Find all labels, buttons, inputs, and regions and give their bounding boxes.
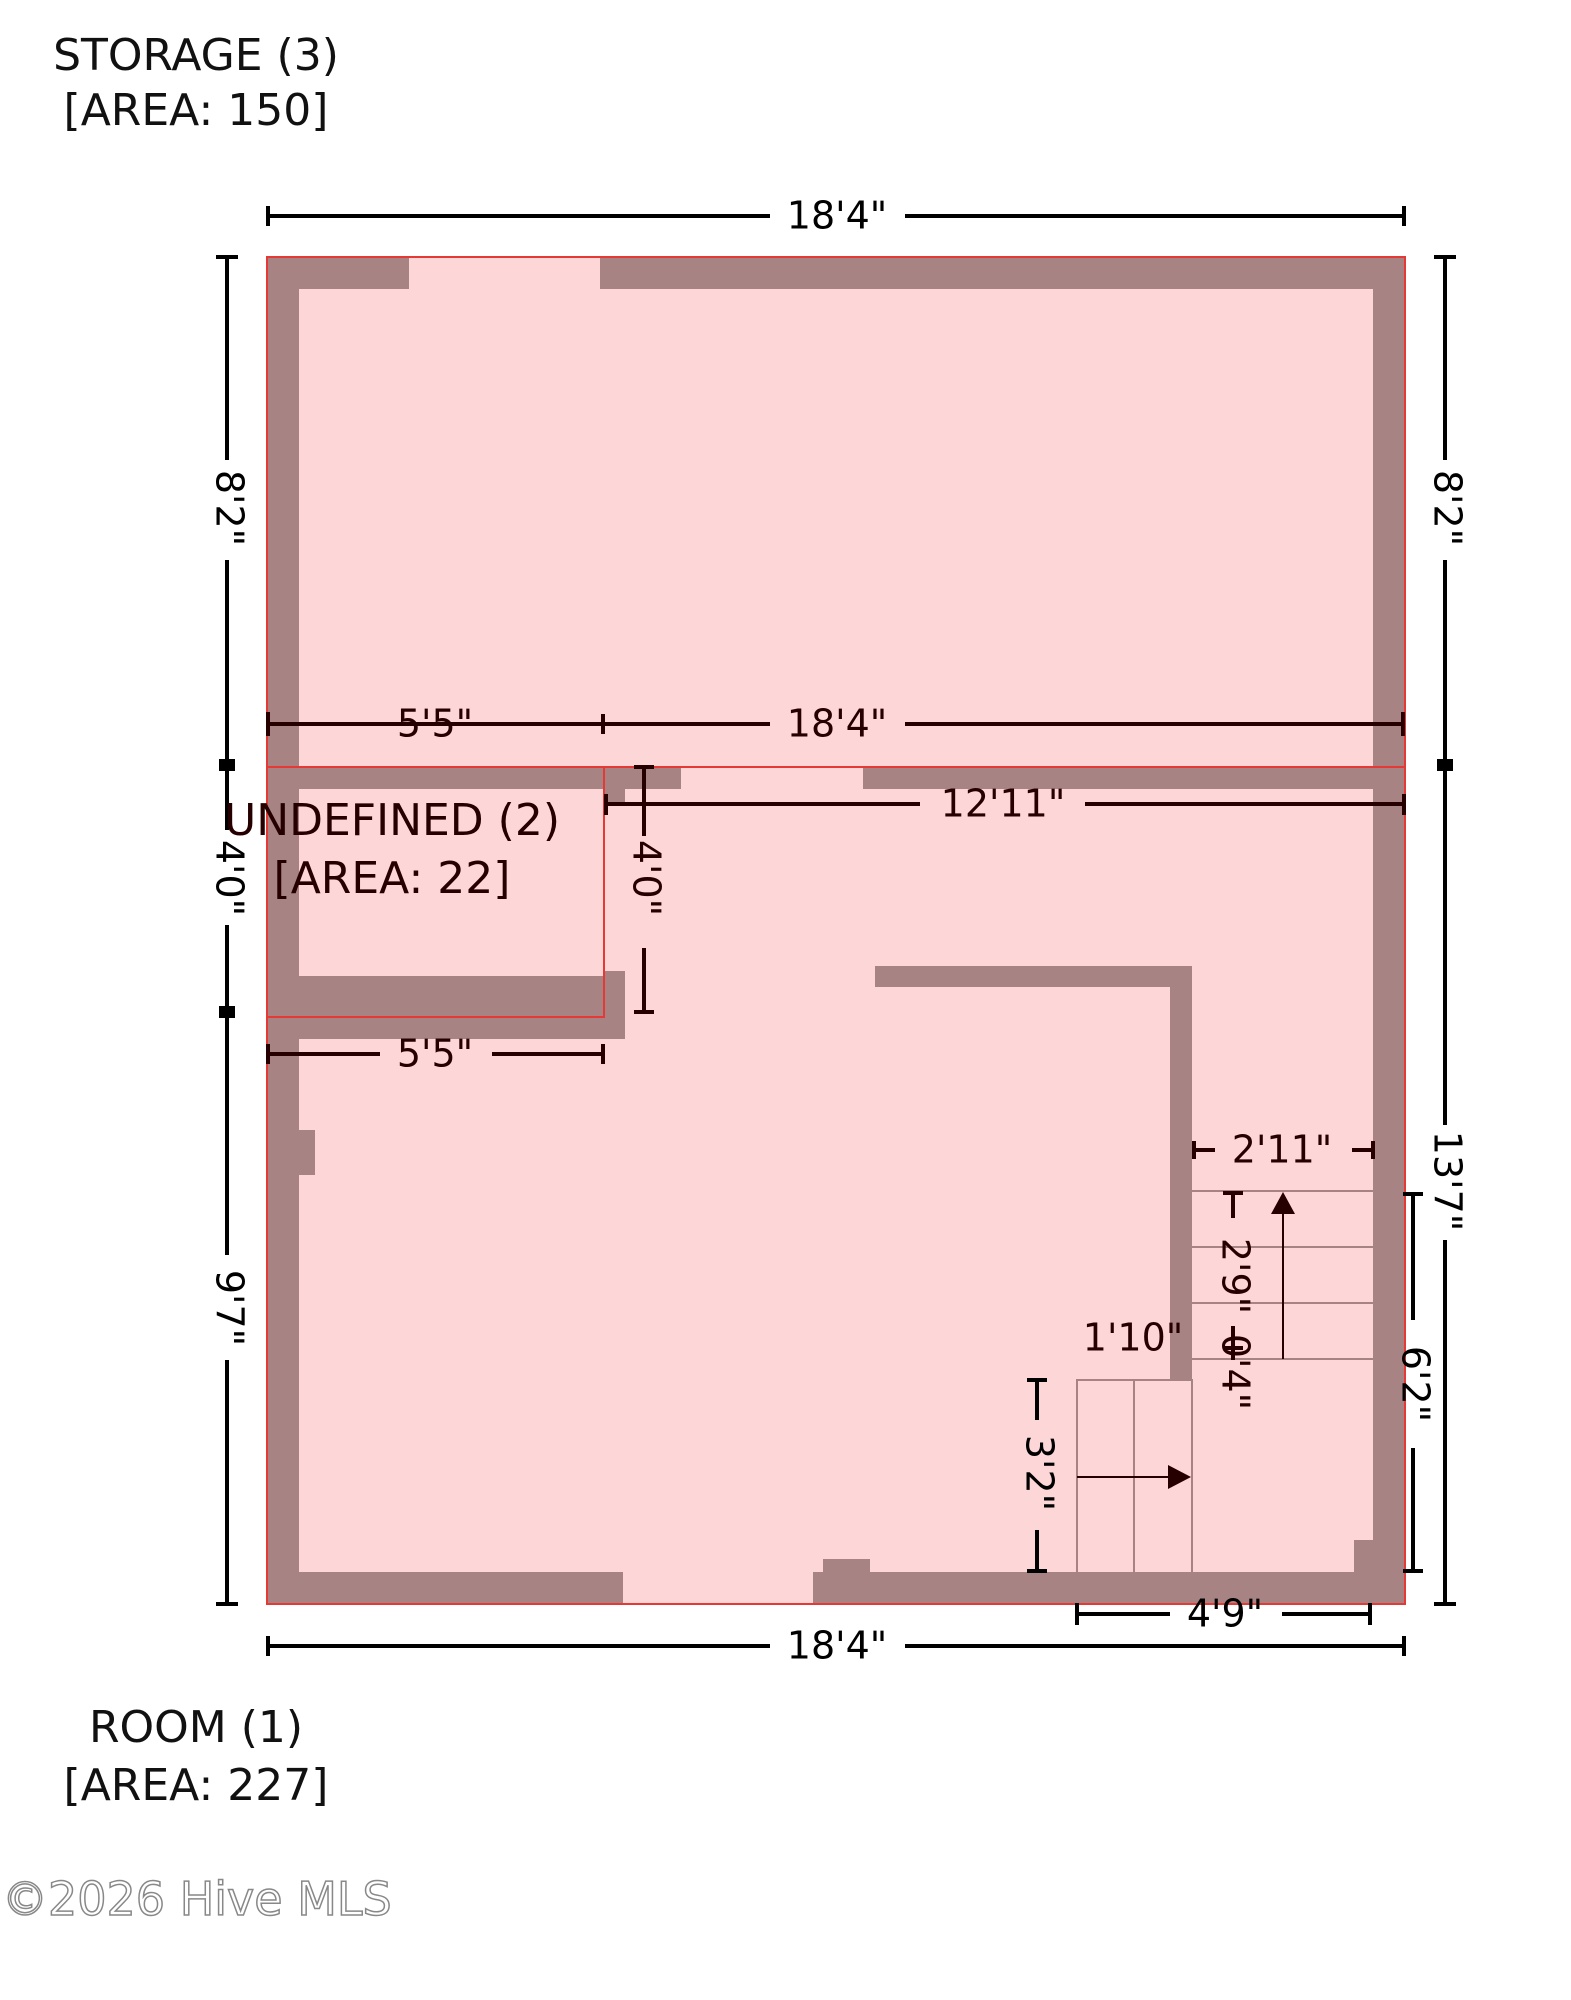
walls [267,257,1405,1604]
stair-gap-label: 0'4" [1214,1334,1258,1410]
left-wall [267,257,299,1604]
left-dimension: 8'2" 4'0" 9'7" [208,255,252,1606]
bottom-wall-bump [823,1559,870,1573]
arrow-head-icon [1168,1465,1191,1489]
right-dimension: 8'2" 13'7" [1426,255,1470,1606]
left-undefined-height-label: 4'0" [208,840,252,916]
storage-room-area: [AREA: 150] [64,85,329,136]
right-room-height-label: 13'7" [1426,1131,1470,1231]
stair-wall-horizontal [875,966,1192,987]
left-room-height-label: 9'7" [208,1270,252,1346]
stair-run-label: 2'9" [1214,1238,1258,1314]
right-wall [1373,257,1405,1604]
bottom-dimension: 18'4" [266,1624,1406,1668]
left-storage-height-label: 8'2" [208,470,252,546]
watermark: ©2026 Hive MLS [2,1872,392,1926]
undefined-room-name: UNDEFINED (2) [224,795,560,846]
stair-wall-vertical [1170,966,1192,1380]
lower-stair-run-label: 3'2" [1018,1435,1062,1511]
floor-area [267,257,1405,1604]
divider-wall-right [863,767,1405,789]
inner-storage-width-label: 18'4" [787,702,887,746]
inner-undefined-width-top-label: 5'5" [397,702,473,746]
left-wall-bump [299,1130,315,1175]
top-dimension: 18'4" [266,194,1406,238]
top-door-opening [409,257,600,289]
stair-well-height-label: 6'2" [1394,1346,1438,1422]
arrow-head-icon [1271,1192,1295,1214]
inner-undefined-width-bottom-label: 5'5" [397,1032,473,1076]
inner-room-width-label: 12'11" [941,782,1066,826]
right-storage-height-label: 8'2" [1426,470,1470,546]
inner-undefined-height-label: 4'0" [625,840,669,916]
room-name: ROOM (1) [89,1702,303,1753]
top-wall-right [600,257,1405,289]
bottom-width-label: 18'4" [787,1624,887,1668]
storage-room-name: STORAGE (3) [53,30,339,81]
bottom-wall-right [813,1572,1405,1604]
lower-stairs [1076,1379,1193,1574]
landing-width-label: 1'10" [1083,1316,1183,1360]
closet-wall-stub [604,789,625,803]
closet-bottom-wall [267,976,604,1017]
top-width-label: 18'4" [787,194,887,238]
bottom-wall-left [267,1572,623,1604]
undefined-room-area: [AREA: 22] [274,853,511,904]
room-area: [AREA: 227] [64,1760,329,1811]
bottom-door-opening [623,1572,813,1604]
room-outline [266,766,1406,1605]
divider-wall-left [267,767,681,789]
upper-stairs [1192,1190,1373,1360]
corner-bump [1354,1540,1373,1573]
inner-dimensions: 5'5" 18'4" 12'11" 4'0" 5'5" 2'11" 2'9" 0… [266,702,1438,1636]
closet-lower-wall [267,1017,625,1039]
stair-width-label: 2'11" [1232,1128,1332,1172]
lower-stair-width-label: 4'9" [1187,1592,1263,1636]
